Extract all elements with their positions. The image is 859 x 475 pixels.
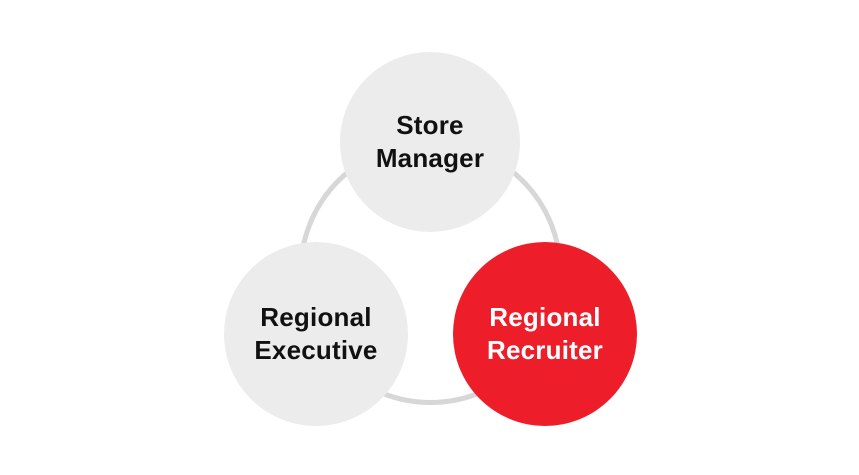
node-store-manager-label: Store Manager	[375, 110, 485, 173]
node-regional-recruiter: Regional Recruiter	[453, 242, 637, 426]
node-store-manager: Store Manager	[340, 52, 520, 232]
node-regional-recruiter-label: Regional Recruiter	[487, 302, 603, 365]
node-regional-executive-label: Regional Executive	[254, 302, 378, 365]
node-regional-executive: Regional Executive	[224, 242, 408, 426]
